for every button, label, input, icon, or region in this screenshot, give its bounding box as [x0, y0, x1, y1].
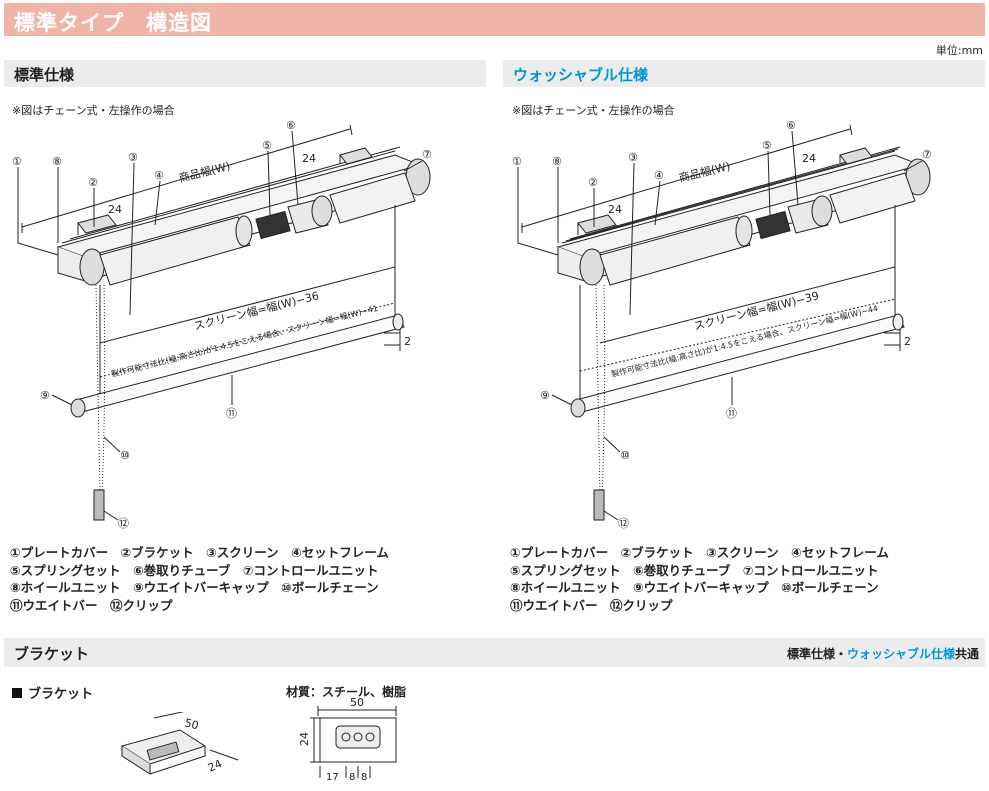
callout-8: ⑧: [552, 155, 562, 168]
legend-standard: ①プレートカバー ②ブラケット ③スクリーン ④セットフレーム ⑤スプリングセッ…: [10, 544, 389, 614]
callout-11: ⑪: [726, 407, 737, 420]
callout-12: ⑫: [618, 517, 629, 530]
bracket-dim-24-side: 24: [298, 732, 311, 746]
applies-prefix: 標準仕様・: [786, 647, 847, 661]
callout-6: ⑥: [786, 119, 796, 132]
legend-line: ⑤スプリングセット ⑥巻取りチューブ ⑦コントロールユニット: [510, 562, 879, 578]
bracket-topview-drawing: 50 24 17 8 8: [298, 696, 397, 783]
callout-4: ④: [154, 169, 164, 182]
bracket-dim-24: 24: [206, 757, 224, 775]
callout-4: ④: [654, 169, 664, 182]
bracket-dim-50: 50: [183, 716, 200, 732]
legend-line: ⑧ホイールユニット ⑨ウエイトバーキャップ ⑩ボールチェーン: [510, 580, 879, 595]
section-header-washable: ウォッシャブル仕様: [503, 60, 985, 87]
diagram-body-standard: [17, 124, 431, 521]
dim-product-width: 商品幅(W): [177, 159, 231, 185]
applies-highlight: ウォッシャブル仕様: [846, 647, 955, 661]
callout-7: ⑦: [922, 148, 932, 161]
bracket-isometric-drawing: 50 24: [120, 712, 239, 775]
dim-product-width: 商品幅(W): [677, 159, 731, 185]
unit-label: 単位:mm: [935, 44, 983, 57]
callout-3: ③: [128, 151, 138, 164]
bracket-isometric-body: [120, 712, 239, 775]
bracket-dim-8a: 8: [349, 772, 355, 783]
section-title-bracket: ブラケット: [14, 645, 90, 663]
callout-6: ⑥: [286, 119, 296, 132]
note-washable: ※図はチェーン式・左操作の場合: [512, 104, 675, 117]
page-title: 標準タイプ 構造図: [14, 11, 212, 35]
dim-bracket-24a: 24: [108, 203, 122, 216]
diagram-standard: 商品幅(W) スクリーン幅=幅(W)−36 製作可能寸法比(幅:高さ比)が1:4…: [12, 119, 432, 530]
section-header-standard: 標準仕様: [4, 60, 486, 87]
dim-gap: 2: [404, 335, 411, 348]
bracket-dim-8b: 8: [361, 772, 367, 783]
bracket-dim-50-top: 50: [350, 696, 364, 709]
bracket-topview-body: [310, 706, 397, 778]
callout-9: ⑨: [40, 389, 50, 402]
page-header-bar: 標準タイプ 構造図: [4, 3, 985, 36]
callout-12: ⑫: [118, 517, 129, 530]
callout-2: ②: [88, 176, 98, 189]
callout-1: ①: [512, 155, 522, 168]
callout-10: ⑩: [120, 449, 130, 462]
legend-line: ⑪ウエイトバー ⑫クリップ: [510, 597, 673, 613]
callout-11: ⑪: [226, 407, 237, 420]
applies-suffix: 共通: [954, 647, 979, 661]
bracket-material: 材質：スチール、樹脂: [286, 685, 407, 699]
legend-line: ①プレートカバー ②ブラケット ③スクリーン ④セットフレーム: [10, 545, 389, 560]
bracket-item-label: ブラケット: [12, 683, 93, 702]
callout-9: ⑨: [540, 389, 550, 402]
dim-bracket-24a: 24: [608, 203, 622, 216]
dim-bracket-24b: 24: [302, 152, 316, 165]
callout-10: ⑩: [620, 449, 630, 462]
bracket-item-text: ブラケット: [28, 687, 94, 702]
section-header-bracket: ブラケット 標準仕様・ウォッシャブル仕様共通: [4, 638, 985, 667]
legend-line: ①プレートカバー ②ブラケット ③スクリーン ④セットフレーム: [510, 545, 889, 560]
dim-bracket-24b: 24: [802, 152, 816, 165]
dim-gap: 2: [904, 335, 911, 348]
callout-5: ⑤: [262, 139, 272, 152]
diagram-body-washable: [517, 124, 931, 521]
legend-line: ⑪ウエイトバー ⑫クリップ: [10, 597, 173, 613]
diagram-washable: 商品幅(W) スクリーン幅=幅(W)−39 製作可能寸法比(幅:高さ比)が1:4…: [512, 119, 932, 530]
legend-line: ⑧ホイールユニット ⑨ウエイトバーキャップ ⑩ボールチェーン: [10, 580, 379, 595]
callout-5: ⑤: [762, 139, 772, 152]
note-standard: ※図はチェーン式・左操作の場合: [12, 104, 175, 117]
section-title-standard: 標準仕様: [14, 66, 75, 84]
bracket-dim-17: 17: [326, 772, 339, 783]
square-bullet-icon: [12, 688, 22, 698]
callout-2: ②: [588, 176, 598, 189]
legend-line: ⑤スプリングセット ⑥巻取りチューブ ⑦コントロールユニット: [10, 562, 379, 578]
legend-washable: ①プレートカバー ②ブラケット ③スクリーン ④セットフレーム ⑤スプリングセッ…: [510, 544, 889, 614]
bracket-applies-note: 標準仕様・ウォッシャブル仕様共通: [787, 645, 979, 662]
section-title-washable: ウォッシャブル仕様: [513, 66, 649, 84]
callout-3: ③: [628, 151, 638, 164]
callout-1: ①: [12, 155, 22, 168]
callout-8: ⑧: [52, 155, 62, 168]
callout-7: ⑦: [422, 148, 432, 161]
